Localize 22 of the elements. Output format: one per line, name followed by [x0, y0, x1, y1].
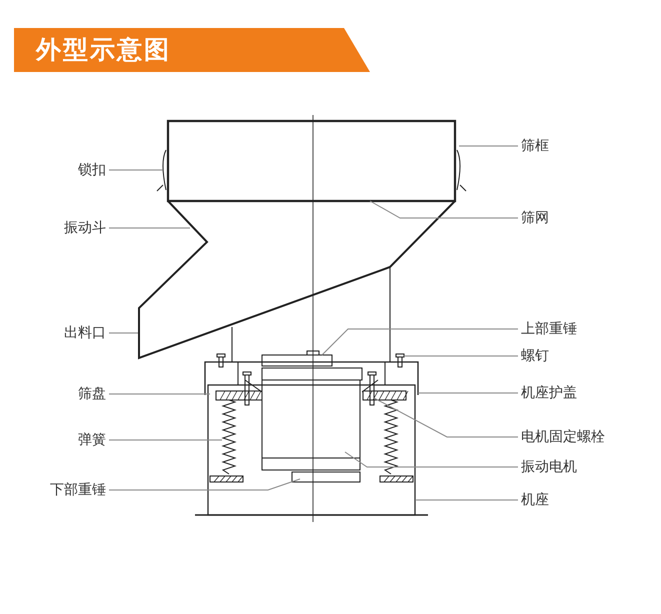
title-banner: 外型示意图: [14, 28, 370, 72]
part-label: 上部重锤: [521, 320, 577, 338]
leader-line: [418, 392, 518, 394]
leader-line: [108, 478, 300, 490]
leader-line: [108, 332, 138, 334]
part-label: 机座护盖: [521, 384, 577, 402]
part-label: 出料口: [64, 324, 106, 342]
part-label: 振动电机: [521, 458, 577, 476]
leader-line: [322, 328, 518, 356]
leader-line: [374, 398, 518, 438]
leader-line: [344, 452, 518, 468]
part-label: 螺钉: [521, 347, 549, 365]
leader-line: [370, 200, 518, 218]
part-label: 机座: [521, 491, 549, 509]
part-label: 筛网: [521, 209, 549, 227]
part-label: 电机固定螺栓: [521, 428, 605, 446]
part-label: 下部重锤: [50, 481, 106, 499]
part-label: 锁扣: [78, 161, 106, 179]
part-label: 筛盘: [78, 385, 106, 403]
part-label: 振动斗: [64, 219, 106, 237]
part-label: 弹簧: [78, 431, 106, 449]
part-label: 筛框: [521, 137, 549, 155]
